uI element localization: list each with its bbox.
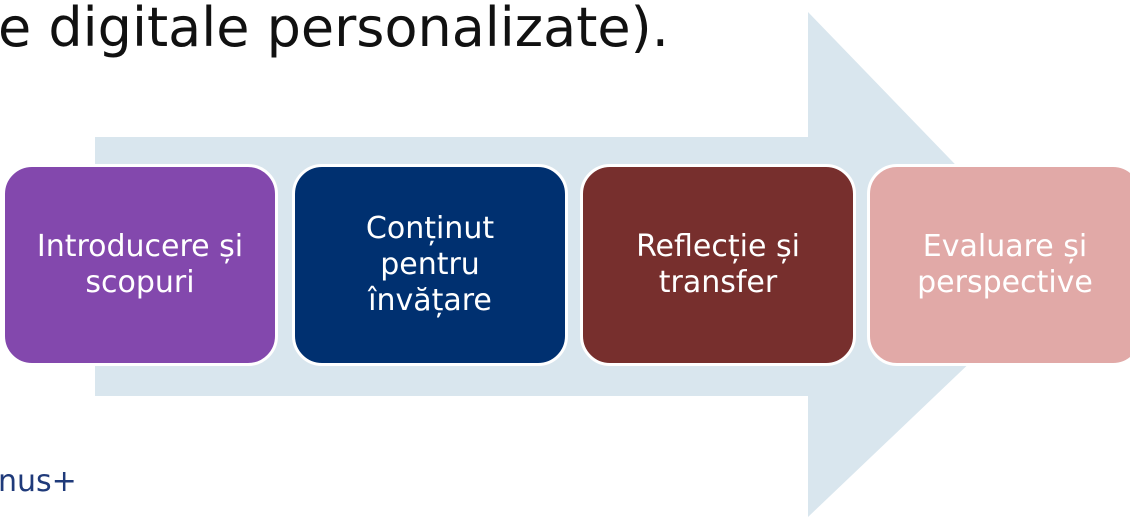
step-evaluare-perspective: Evaluare și perspective — [867, 164, 1130, 366]
step-label: Conținut pentru învățare — [365, 211, 495, 318]
step-reflectie-transfer: Reflecție și transfer — [580, 164, 856, 366]
erasmus-logo-fragment: nus+ — [0, 464, 77, 499]
step-label: Introducere și scopuri — [36, 229, 244, 300]
step-label: Evaluare și perspective — [917, 229, 1093, 300]
step-continut-invatare: Conținut pentru învățare — [292, 164, 568, 366]
page-heading: e digitale personalizate). — [0, 0, 669, 59]
step-label: Reflecție și transfer — [636, 229, 800, 300]
step-introducere-scopuri: Introducere și scopuri — [2, 164, 278, 366]
